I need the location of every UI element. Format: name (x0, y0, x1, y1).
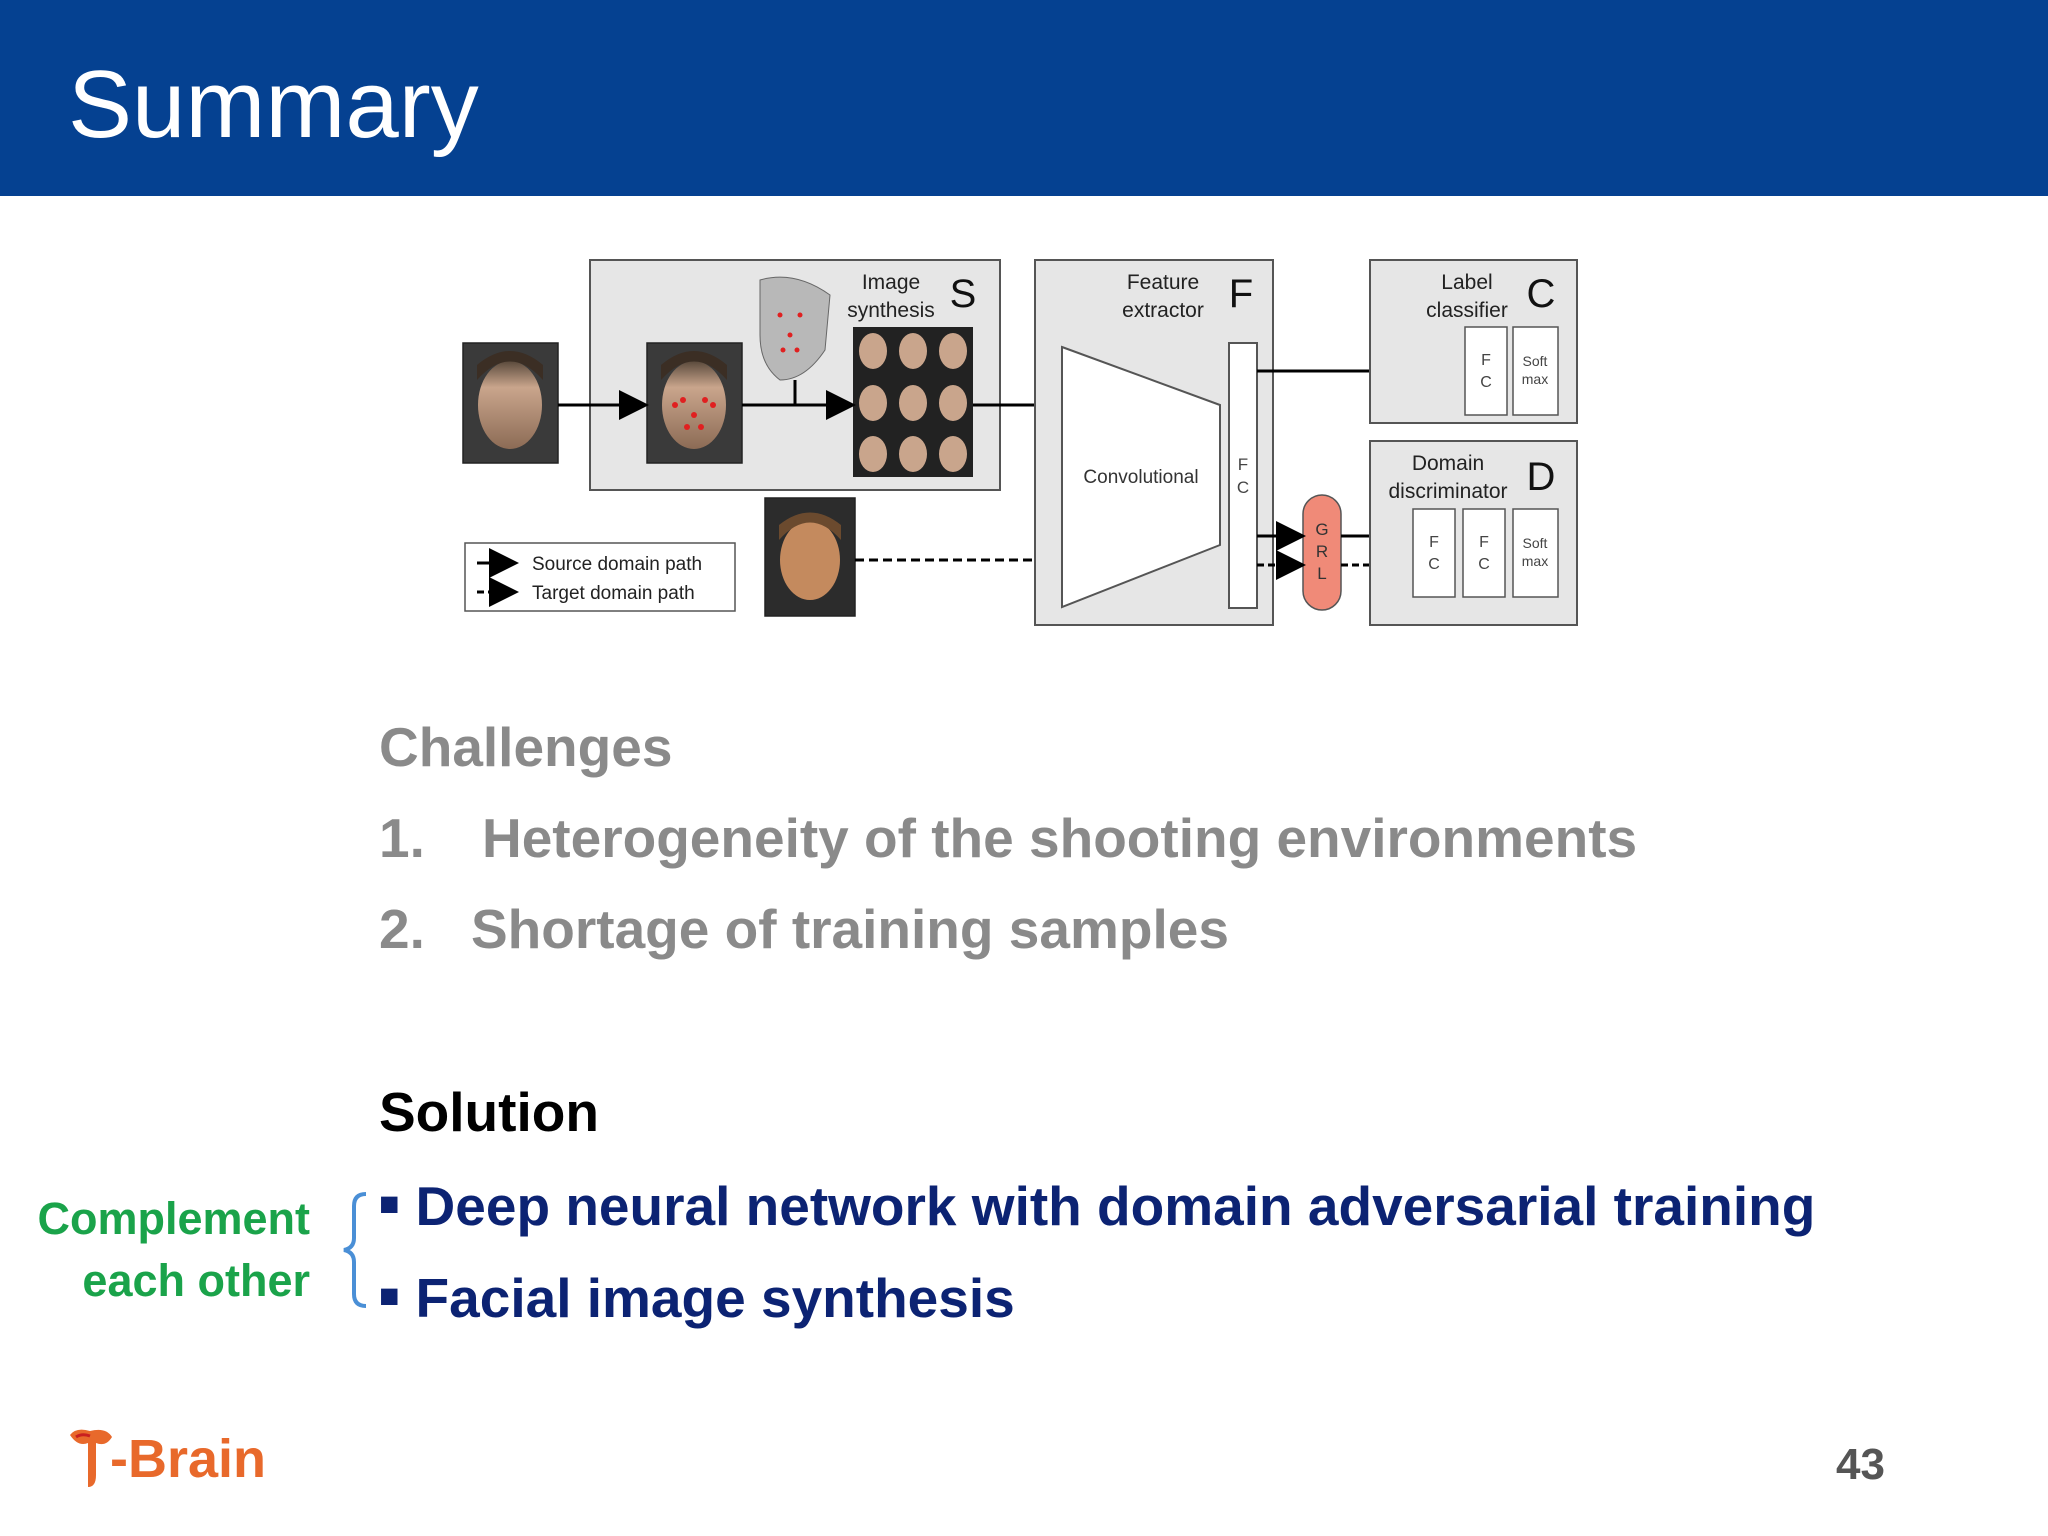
fc-letter: F (1479, 534, 1489, 551)
legend-source-label: Source domain path (532, 554, 702, 575)
synthesis-label-2: synthesis (847, 299, 935, 322)
fc-layer-domain-2 (1462, 508, 1506, 598)
t-logo-icon (70, 1429, 112, 1487)
fc-letter: F (1429, 534, 1439, 551)
grl-letter: G (1315, 520, 1328, 539)
feature-label-1: Feature (1127, 271, 1199, 294)
legend: Source domain path Target domain path (464, 542, 736, 612)
solution-item: ■ Facial image synthesis (379, 1264, 1015, 1330)
bullet-icon: ■ (379, 1277, 400, 1315)
title-bar (0, 0, 2048, 196)
t-brain-logo: -Brain (66, 1425, 306, 1495)
fc-layer-domain-1 (1412, 508, 1456, 598)
synthesis-letter: S (950, 272, 977, 316)
architecture-diagram: Image synthesis S Source domain path Tar… (462, 259, 1578, 626)
solution-item: ■ Deep neural network with domain adversa… (379, 1172, 1815, 1238)
challenge-number: 1. (379, 807, 425, 869)
fc-letter: C (1428, 556, 1440, 573)
landmark-face-image (646, 342, 743, 464)
solution-text: Facial image synthesis (415, 1267, 1015, 1329)
softmax-text: Soft (1523, 353, 1548, 369)
softmax-text: max (1522, 553, 1548, 569)
label-label-1: Label (1441, 271, 1492, 294)
grl-letter: R (1316, 542, 1328, 561)
solution-heading: Solution (379, 1081, 599, 1143)
fc-layer-feature (1228, 342, 1258, 609)
bullet-icon: ■ (379, 1185, 400, 1223)
fc-letter: F (1238, 455, 1248, 474)
challenges-section: Challenges 1. Heterogeneity of the shooti… (379, 715, 1637, 961)
complement-line-2: each other (82, 1255, 310, 1306)
page-number: 43 (1836, 1440, 1885, 1489)
convolutional-block (1061, 345, 1221, 609)
domain-letter: D (1527, 455, 1556, 499)
fc-layer-label (1464, 326, 1508, 416)
fc-letter: C (1237, 478, 1249, 497)
challenges-heading: Challenges (379, 716, 673, 778)
complement-annotation: Complement each other (37, 1188, 310, 1312)
synthesis-label-1: Image (862, 271, 920, 294)
label-label-2: classifier (1426, 299, 1508, 322)
solution-text: Deep neural network with domain adversar… (415, 1175, 1816, 1237)
feature-letter: F (1229, 272, 1253, 316)
grl-letter: L (1317, 564, 1326, 583)
feature-label-2: extractor (1122, 299, 1204, 322)
target-face-image (764, 497, 856, 617)
logo-text: -Brain (110, 1429, 267, 1489)
label-letter: C (1527, 272, 1556, 316)
fc-letter: F (1481, 352, 1491, 369)
domain-label-2: discriminator (1388, 480, 1507, 503)
3d-face-model-icon (759, 276, 831, 381)
softmax-label (1512, 326, 1559, 416)
fc-letter: C (1480, 374, 1492, 391)
input-face-image (462, 342, 559, 464)
challenge-text: Heterogeneity of the shooting environmen… (482, 807, 1638, 869)
slide-title: Summary (68, 51, 479, 158)
legend-target-label: Target domain path (532, 583, 695, 604)
softmax-text: Soft (1523, 535, 1548, 551)
challenge-number: 2. (379, 898, 425, 960)
softmax-domain (1512, 508, 1559, 598)
brace-icon (343, 1192, 367, 1308)
challenge-item: 1. Heterogeneity of the shooting environm… (379, 806, 1637, 870)
fc-letter: C (1478, 556, 1490, 573)
challenge-item: 2. Shortage of training samples (379, 897, 1637, 961)
challenge-text: Shortage of training samples (471, 898, 1229, 960)
complement-line-1: Complement (37, 1193, 310, 1244)
softmax-text: max (1522, 371, 1548, 387)
domain-label-1: Domain (1412, 452, 1484, 475)
synthesized-faces-grid (853, 327, 973, 477)
conv-label: Convolutional (1083, 467, 1198, 488)
